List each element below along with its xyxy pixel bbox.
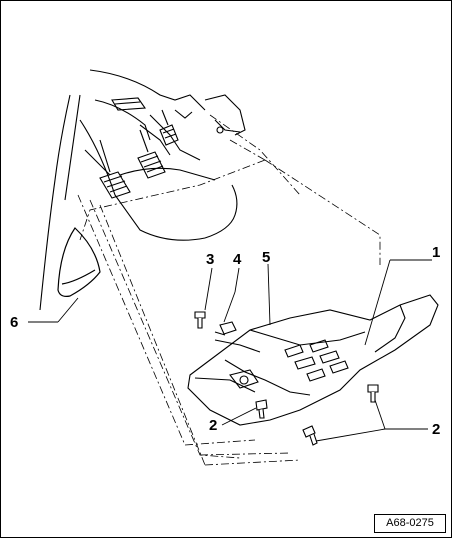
- callout-5: 5: [262, 249, 271, 266]
- clip-4: [214, 321, 237, 336]
- callout-6: 6: [10, 314, 19, 331]
- callout-2-left: 2: [209, 417, 218, 434]
- callout-2-right: 2: [432, 421, 441, 438]
- reference-code: A68-0275: [374, 514, 446, 533]
- leader-lines: [28, 259, 432, 442]
- lower-trim-panel: [187, 294, 439, 426]
- assembly-outline: [77, 114, 381, 466]
- pedal-area: [39, 69, 246, 311]
- screw-2-left: [255, 399, 268, 419]
- callout-3: 3: [206, 251, 215, 268]
- callout-4: 4: [233, 251, 242, 268]
- screw-2-right-a: [367, 384, 379, 403]
- screw-2-right-b: [302, 425, 318, 446]
- screw-3: [194, 311, 206, 329]
- callout-1: 1: [432, 244, 441, 261]
- side-trim-cover: [57, 227, 101, 297]
